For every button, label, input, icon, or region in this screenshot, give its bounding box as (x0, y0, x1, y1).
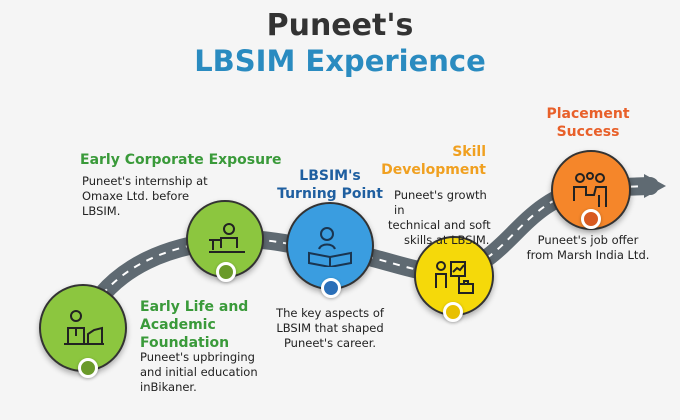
title-line: Success (556, 124, 620, 140)
desc-line: The key aspects of (276, 306, 384, 320)
stage-3-circle (286, 202, 374, 290)
desc-line: Puneet's growth in (394, 188, 487, 217)
desc-line: and initial education (140, 365, 258, 379)
desc-line: LBSIM that shaped (276, 321, 384, 335)
desc-line: Puneet's career. (283, 336, 377, 350)
stage-2-title: Early Corporate Exposure (80, 152, 282, 168)
desc-line: from Marsh India Ltd. (526, 248, 650, 262)
title-line: Early Life and (140, 299, 249, 315)
desc-line: skills at LBSIM. (404, 233, 490, 247)
desc-line: LBSIM. (82, 204, 121, 218)
stage-5-marker (581, 209, 601, 229)
stage-4-marker (443, 302, 463, 322)
title-line: Development (381, 162, 486, 178)
desc-line: Puneet's job offer (537, 233, 639, 247)
title-line: Foundation (140, 335, 230, 351)
person-at-desk-icon (209, 223, 245, 253)
stage-2-marker (216, 262, 236, 282)
desc-line: technical and soft (388, 218, 491, 232)
desc-line: Puneet's upbringing (140, 350, 255, 364)
desc-line: Puneet's internship at (82, 174, 208, 188)
stage-3-marker (321, 278, 341, 298)
title-line: Turning Point (277, 186, 383, 202)
arrow-head-icon (644, 174, 666, 198)
person-reading-book-icon (308, 227, 352, 267)
handshake-people-icon (573, 172, 607, 207)
title-line-2: LBSIM Experience (194, 44, 486, 78)
title-line: Skill (452, 144, 486, 160)
stage-1-marker (78, 358, 98, 378)
person-graduation-chart-icon (64, 310, 104, 345)
title-line-1: Puneet's (266, 8, 414, 43)
presenter-briefcase-icon (435, 261, 474, 294)
title-line: Placement (546, 106, 630, 122)
stage-2-circle (186, 200, 264, 278)
desc-line: Omaxe Ltd. before (82, 189, 190, 203)
desc-line: inBikaner. (140, 380, 197, 394)
title-line: Academic (140, 317, 216, 333)
title-line: LBSIM's (299, 168, 361, 184)
